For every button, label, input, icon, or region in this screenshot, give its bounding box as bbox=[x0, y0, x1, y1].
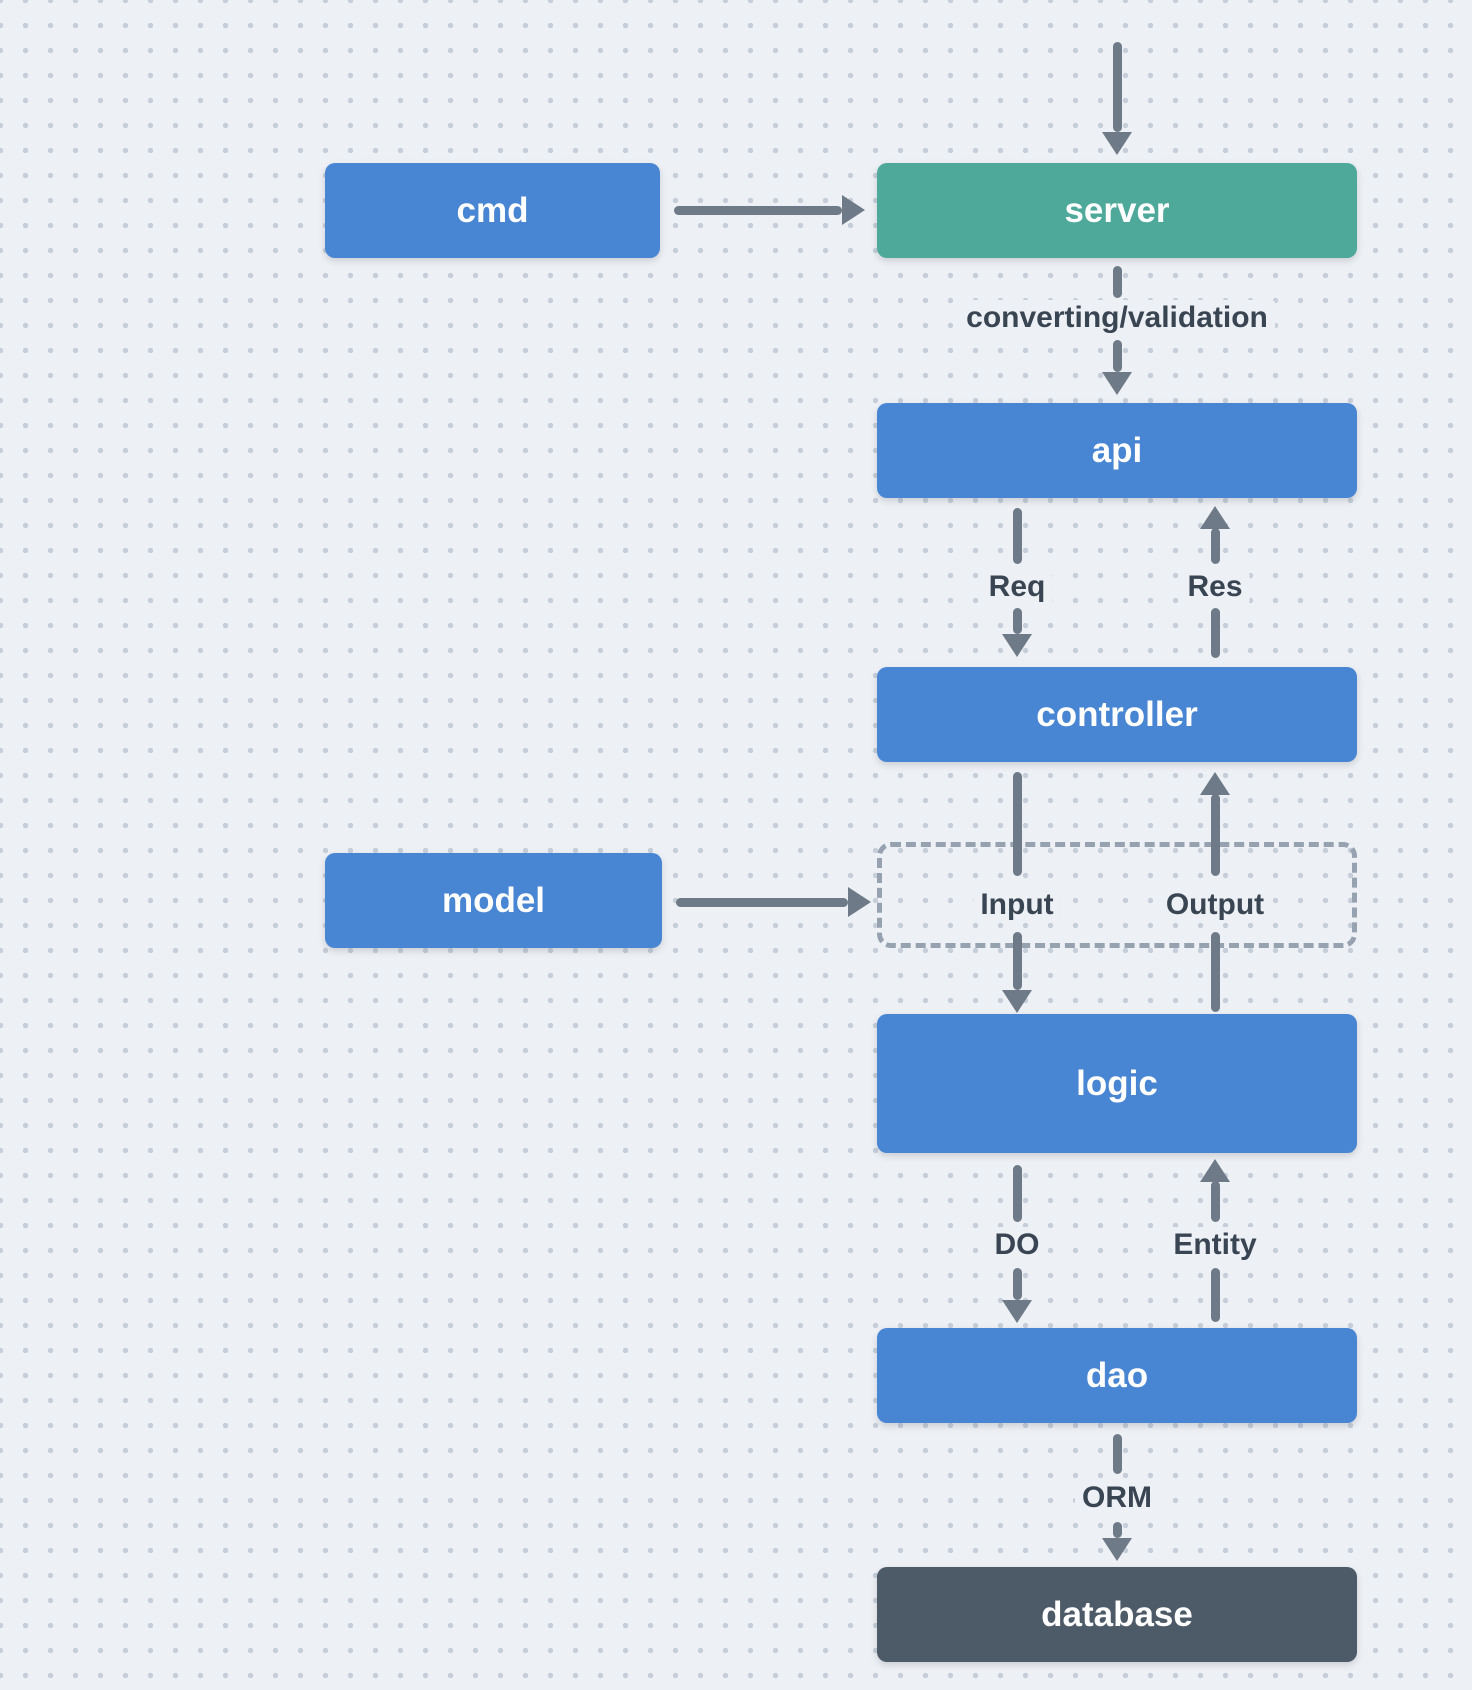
node-api-label: api bbox=[1091, 430, 1143, 470]
node-dao-label: dao bbox=[1085, 1355, 1149, 1395]
arrow-logic-to-dao-line-bottom bbox=[1012, 1268, 1022, 1300]
node-cmd[interactable]: cmd bbox=[325, 163, 660, 258]
edge-label-entity: Entity bbox=[1166, 1227, 1264, 1263]
arrow-entry-to-server-head-icon bbox=[1102, 132, 1132, 155]
arrow-dao-to-database-line-bottom bbox=[1112, 1522, 1122, 1538]
arrow-logic-to-dao-head-icon bbox=[1002, 1300, 1032, 1323]
edge-label-do: DO bbox=[987, 1227, 1047, 1263]
arrow-controller-to-api-line-bottom bbox=[1210, 608, 1220, 658]
node-controller[interactable]: controller bbox=[877, 667, 1357, 762]
edge-label-orm: ORM bbox=[1075, 1480, 1159, 1516]
node-dao[interactable]: dao bbox=[877, 1328, 1357, 1423]
node-model-label: model bbox=[441, 880, 546, 920]
edge-label-output: Output bbox=[1158, 887, 1272, 923]
node-model[interactable]: model bbox=[325, 853, 662, 948]
edge-label-req: Req bbox=[981, 569, 1053, 605]
node-database-label: database bbox=[1041, 1594, 1193, 1634]
node-logic-label: logic bbox=[1076, 1063, 1158, 1103]
arrow-logic-to-controller-line-top bbox=[1210, 794, 1220, 876]
edge-label-input: Input bbox=[973, 887, 1061, 923]
node-server[interactable]: server bbox=[877, 163, 1357, 258]
arrow-model-to-io-line bbox=[676, 897, 848, 907]
edge-label-converting-validation: converting/validation bbox=[959, 300, 1275, 336]
arrow-dao-to-database-line-top bbox=[1112, 1434, 1122, 1474]
arrow-controller-to-logic-line-bottom bbox=[1012, 932, 1022, 990]
arrow-logic-to-controller-head-icon bbox=[1200, 772, 1230, 795]
node-controller-label: controller bbox=[1036, 694, 1198, 734]
arrow-server-to-api-head-icon bbox=[1102, 372, 1132, 395]
arrow-api-to-controller-line-bottom bbox=[1012, 608, 1022, 634]
node-server-label: server bbox=[1064, 190, 1170, 230]
node-api[interactable]: api bbox=[877, 403, 1357, 498]
arrow-entry-to-server-line bbox=[1112, 42, 1122, 132]
edge-label-res: Res bbox=[1180, 569, 1250, 605]
arrow-server-to-api-line-bottom bbox=[1112, 340, 1122, 372]
arrow-logic-to-controller-line-bottom bbox=[1210, 932, 1220, 1012]
arrow-logic-to-dao-line-top bbox=[1012, 1165, 1022, 1222]
arrow-api-to-controller-head-icon bbox=[1002, 634, 1032, 657]
node-cmd-label: cmd bbox=[456, 190, 529, 230]
arrow-model-to-io-head-icon bbox=[848, 887, 871, 917]
arrow-cmd-to-server-head-icon bbox=[842, 195, 865, 225]
dashed-model-io-container bbox=[877, 842, 1357, 948]
node-database[interactable]: database bbox=[877, 1567, 1357, 1662]
arrow-controller-to-api-line-top bbox=[1210, 528, 1220, 564]
arrow-server-to-api-line-top bbox=[1112, 266, 1122, 298]
arrow-cmd-to-server-line bbox=[674, 205, 842, 215]
arrow-controller-to-logic-head-icon bbox=[1002, 990, 1032, 1013]
arrow-dao-to-database-head-icon bbox=[1102, 1538, 1132, 1561]
arrow-api-to-controller-line-top bbox=[1012, 508, 1022, 564]
node-logic[interactable]: logic bbox=[877, 1014, 1357, 1153]
arrow-dao-to-logic-head-icon bbox=[1200, 1159, 1230, 1182]
arrow-controller-to-api-head-icon bbox=[1200, 506, 1230, 529]
arrow-dao-to-logic-line-top bbox=[1210, 1181, 1220, 1222]
arrow-controller-to-logic-line-top bbox=[1012, 772, 1022, 876]
arrow-dao-to-logic-line-bottom bbox=[1210, 1268, 1220, 1322]
